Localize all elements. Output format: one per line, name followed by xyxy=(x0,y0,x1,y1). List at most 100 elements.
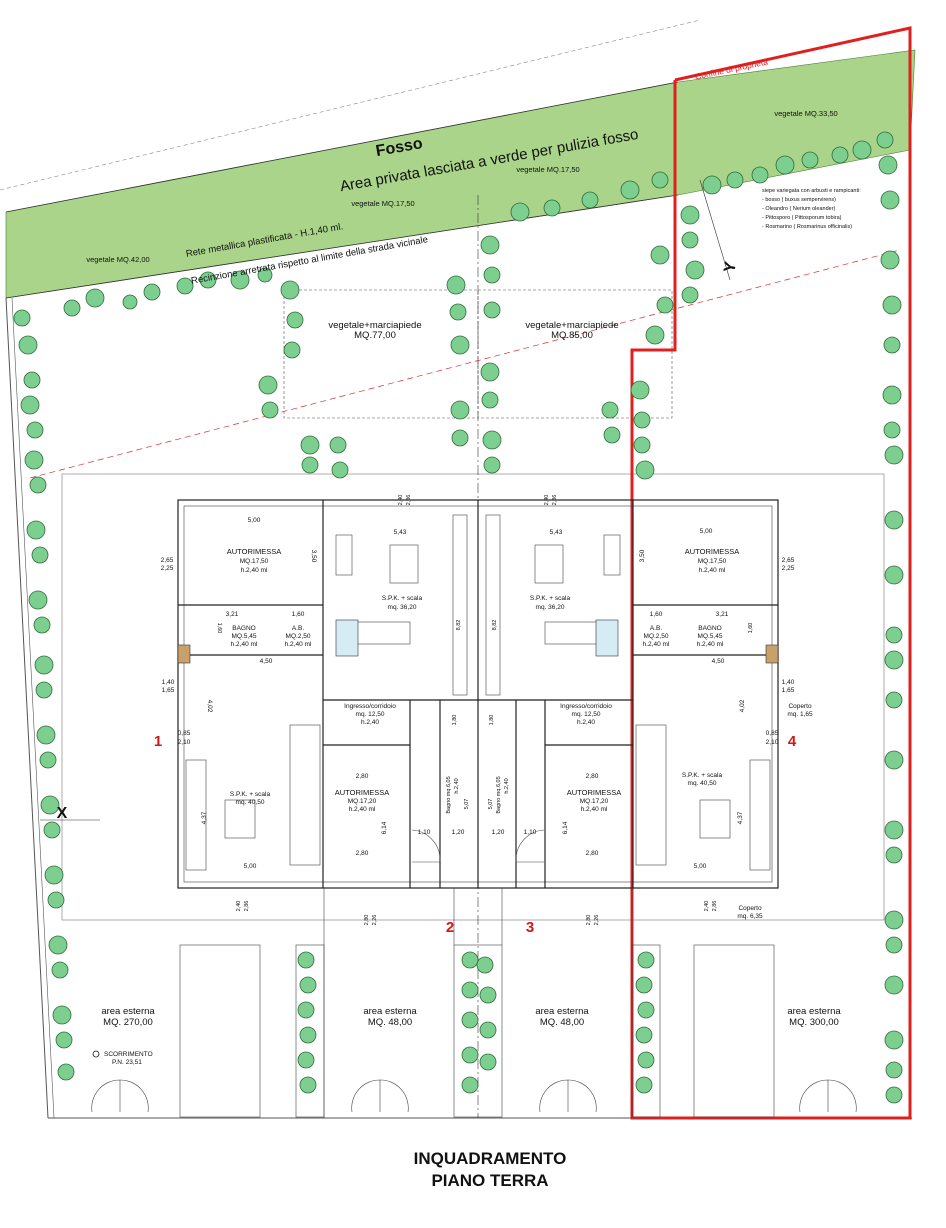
svg-text:h.2,40: h.2,40 xyxy=(361,719,379,726)
svg-text:5,43: 5,43 xyxy=(394,529,407,536)
svg-text:4,02: 4,02 xyxy=(206,700,213,713)
svg-text:1,20: 1,20 xyxy=(452,829,465,836)
svg-text:2,80: 2,80 xyxy=(586,915,592,926)
svg-text:mq. 40,50: mq. 40,50 xyxy=(236,799,265,806)
svg-text:A.B.: A.B. xyxy=(292,625,304,632)
svg-text:Ingresso/corridoio: Ingresso/corridoio xyxy=(344,703,396,710)
fence-line-bottom xyxy=(5,194,679,299)
svg-text:mq. 1,65: mq. 1,65 xyxy=(787,711,813,718)
svg-text:2,40: 2,40 xyxy=(236,901,242,912)
svg-text:h.2,40 ml: h.2,40 ml xyxy=(697,641,724,648)
unit-number-3: 3 xyxy=(526,919,534,936)
svg-text:BAGNO: BAGNO xyxy=(698,625,721,632)
svg-text:MQ.5,45: MQ.5,45 xyxy=(232,633,257,640)
svg-text:2,80: 2,80 xyxy=(586,773,599,780)
site-west-boundary-inner xyxy=(11,297,55,1119)
svg-text:P.N. 23,51: P.N. 23,51 xyxy=(112,1059,142,1066)
plan-caption: INQUADRAMENTO PIANO TERRA xyxy=(0,1148,946,1192)
svg-text:MQ.17,50: MQ.17,50 xyxy=(698,558,727,565)
svg-text:area esterna: area esterna xyxy=(535,1006,589,1017)
axis-x-label: X xyxy=(57,805,68,822)
svg-text:1,60: 1,60 xyxy=(216,623,222,634)
trees xyxy=(13,131,904,1104)
room-autorimessa-right: AUTORIMESSA MQ.17,50 h.2,40 ml xyxy=(685,547,739,574)
area-esterna-48-a: area esterna MQ. 48,00 xyxy=(363,1006,417,1028)
svg-text:MQ. 270,00: MQ. 270,00 xyxy=(103,1017,153,1028)
building-envelope xyxy=(61,473,885,921)
svg-text:2,65: 2,65 xyxy=(782,557,795,564)
svg-text:2,40: 2,40 xyxy=(544,495,550,506)
svg-text:2,26: 2,26 xyxy=(372,915,378,926)
svg-text:2,86: 2,86 xyxy=(244,901,250,912)
svg-text:5,43: 5,43 xyxy=(550,529,563,536)
svg-text:h.2,40 ml: h.2,40 ml xyxy=(699,567,726,574)
room-bagno-left: BAGNO MQ.5,45 h.2,40 ml xyxy=(231,625,258,648)
svg-text:4,37: 4,37 xyxy=(737,811,744,824)
vegetale-17b-label: vegetale MQ.17,50 xyxy=(516,165,579,174)
svg-text:mq. 36,20: mq. 36,20 xyxy=(388,604,417,611)
svg-text:5,07: 5,07 xyxy=(488,799,494,810)
vegetale-area-85 xyxy=(477,289,673,419)
svg-text:3,50: 3,50 xyxy=(639,549,646,562)
room-autorimessa-mid-left: AUTORIMESSA MQ.17,20 h.2,40 ml xyxy=(335,788,389,813)
svg-text:2,10: 2,10 xyxy=(178,739,191,746)
axis-y-label: Y xyxy=(721,260,740,274)
svg-text:mq. 6,35: mq. 6,35 xyxy=(737,913,763,920)
svg-text:h.2,40 ml: h.2,40 ml xyxy=(643,641,670,648)
svg-text:S.P.K. + scala: S.P.K. + scala xyxy=(230,791,271,798)
svg-text:MQ. 48,00: MQ. 48,00 xyxy=(368,1017,412,1028)
section-y-line xyxy=(699,179,731,281)
svg-text:- Rosmarino ( Rosmarinus offic: - Rosmarino ( Rosmarinus officinalis) xyxy=(762,224,852,230)
coperto-1: Coperto mq. 1,65 xyxy=(787,703,813,718)
svg-text:mq. 12,50: mq. 12,50 xyxy=(572,711,601,718)
room-spk-bottom-left: S.P.K. + scala mq. 40,50 xyxy=(230,791,271,806)
svg-text:1,40: 1,40 xyxy=(782,679,795,686)
svg-text:2,65: 2,65 xyxy=(161,557,174,564)
svg-text:MQ.2,50: MQ.2,50 xyxy=(286,633,311,640)
dimensions: 5,00 5,00 5,43 5,43 2,65 2,25 2,65 2,25 … xyxy=(161,495,795,926)
scorrimento-marker: SCORRIMENTO P.N. 23,51 xyxy=(92,1050,153,1066)
svg-text:6,14: 6,14 xyxy=(562,821,569,834)
svg-text:MQ.17,20: MQ.17,20 xyxy=(348,798,377,805)
svg-text:SCORRIMENTO: SCORRIMENTO xyxy=(104,1051,153,1058)
svg-text:S.P.K. + scala: S.P.K. + scala xyxy=(530,595,571,602)
svg-text:area esterna: area esterna xyxy=(101,1006,155,1017)
svg-text:MQ.5,45: MQ.5,45 xyxy=(698,633,723,640)
room-bagno-right: BAGNO MQ.5,45 h.2,40 ml xyxy=(697,625,724,648)
svg-text:2,80: 2,80 xyxy=(586,850,599,857)
room-spk-top-right: S.P.K. + scala mq. 36,20 xyxy=(530,595,571,611)
svg-text:- Oleandro ( Nerium oleander): - Oleandro ( Nerium oleander) xyxy=(762,206,836,212)
svg-text:h.2,40 ml: h.2,40 ml xyxy=(231,641,258,648)
svg-text:1,65: 1,65 xyxy=(782,687,795,694)
room-ab-right: A.B. MQ.2,50 h.2,40 ml xyxy=(643,625,670,648)
svg-text:MQ. 300,00: MQ. 300,00 xyxy=(789,1017,839,1028)
svg-text:4,37: 4,37 xyxy=(201,811,208,824)
svg-text:- bosso ( buxus sempervirens): - bosso ( buxus sempervirens) xyxy=(762,197,836,203)
svg-text:5,00: 5,00 xyxy=(244,863,257,870)
svg-text:1,60: 1,60 xyxy=(748,623,754,634)
svg-text:MQ.17,20: MQ.17,20 xyxy=(580,798,609,805)
svg-text:4,02: 4,02 xyxy=(739,699,746,712)
svg-text:siepe variegata con arbusti e: siepe variegata con arbusti e rampicanti… xyxy=(762,188,861,194)
svg-text:0,85: 0,85 xyxy=(178,730,191,737)
svg-text:2,80: 2,80 xyxy=(356,850,369,857)
svg-text:2,40: 2,40 xyxy=(398,495,404,506)
svg-text:- Pittosporo ( Pittosporum tob: - Pittosporo ( Pittosporum tobira) xyxy=(762,215,842,221)
svg-text:1,40: 1,40 xyxy=(162,679,175,686)
svg-text:mq. 40,50: mq. 40,50 xyxy=(688,780,717,787)
bagno-mid-right-height: h.2,40 xyxy=(504,778,510,793)
svg-text:2,26: 2,26 xyxy=(594,915,600,926)
svg-text:area esterna: area esterna xyxy=(363,1006,417,1017)
svg-text:5,00: 5,00 xyxy=(694,863,707,870)
vm-85-label: vegetale+marciapiede xyxy=(525,320,618,331)
svg-text:h.2,40 ml: h.2,40 ml xyxy=(285,641,312,648)
svg-text:1,60: 1,60 xyxy=(292,611,305,618)
room-ab-left: A.B. MQ.2,50 h.2,40 ml xyxy=(285,625,312,648)
building-walls xyxy=(177,499,779,889)
svg-text:2,25: 2,25 xyxy=(161,565,174,572)
caption-line-2: PIANO TERRA xyxy=(431,1171,549,1190)
fence-line-top xyxy=(5,81,679,213)
svg-text:2,10: 2,10 xyxy=(766,739,779,746)
svg-text:0,85: 0,85 xyxy=(766,730,779,737)
